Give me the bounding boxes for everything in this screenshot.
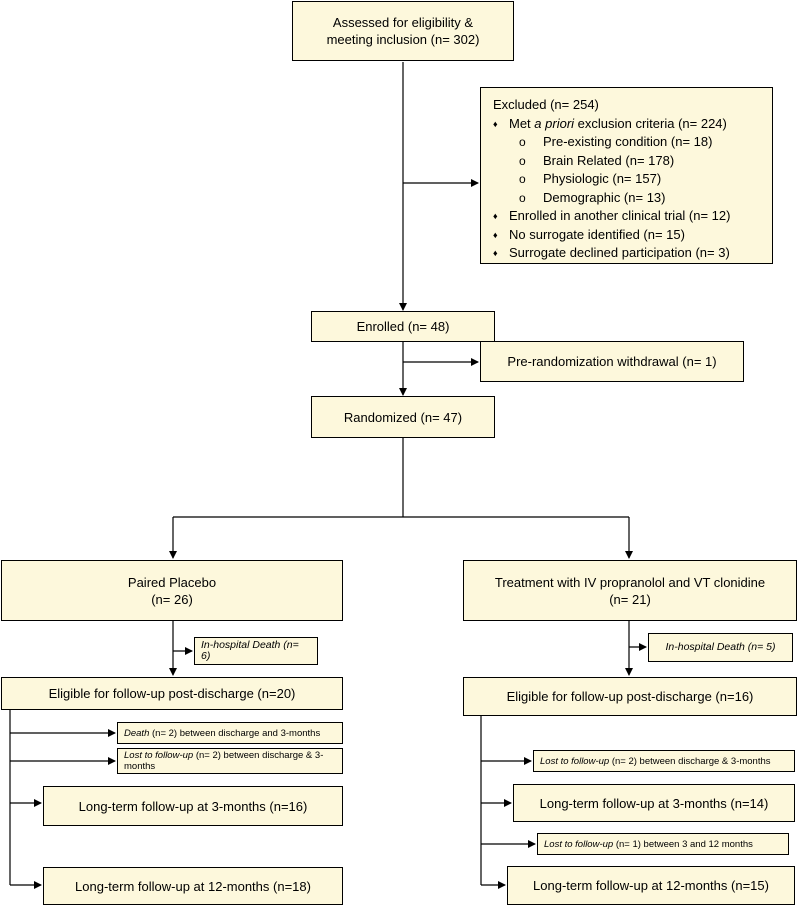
placebo-death-label: In-hospital Death (n= 6): [201, 639, 299, 662]
treatment-fu3-label: Long-term follow-up at 3-months (n=14): [539, 795, 769, 811]
treatment-lost-b-rest: (n= 1) between 3 and 12 months: [613, 838, 753, 850]
treatment-lost-a-label: Lost to follow-up (n= 2) between dischar…: [540, 756, 771, 767]
placebo-death-followup-box: Death (n= 2) between discharge and 3-mon…: [117, 722, 343, 744]
excluded-item: Enrolled in another clinical trial (n= 1…: [493, 207, 760, 226]
enrolled-label: Enrolled (n= 48): [356, 319, 450, 334]
placebo-eligible-label: Eligible for follow-up post-discharge (n…: [48, 686, 296, 701]
placebo-fu3-label: Long-term follow-up at 3-months (n=16): [78, 798, 308, 814]
withdrawal-label: Pre-randomization withdrawal (n= 1): [507, 354, 717, 369]
treatment-death-box: In-hospital Death (n= 5): [648, 633, 793, 662]
placebo-lost-followup-italic: Lost to follow-up: [124, 750, 194, 761]
excluded-subitem: Brain Related (n= 178): [493, 152, 760, 171]
randomized-label: Randomized (n= 47): [343, 409, 463, 425]
treatment-lost-b-box: Lost to follow-up (n= 1) between 3 and 1…: [537, 833, 789, 855]
placebo-arm-line-2: (n= 26): [151, 591, 193, 607]
withdrawal-box: Pre-randomization withdrawal (n= 1): [480, 341, 744, 382]
assessed-box: Assessed for eligibility & meeting inclu…: [292, 1, 514, 61]
placebo-arm-box: Paired Placebo (n= 26): [1, 560, 343, 621]
placebo-fu12-label: Long-term follow-up at 12-months (n=18): [75, 878, 311, 894]
treatment-fu3-box: Long-term follow-up at 3-months (n=14): [513, 784, 795, 822]
treatment-lost-b-italic: Lost to follow-up: [544, 838, 614, 850]
placebo-death-followup-rest: (n= 2) between discharge and 3-months: [149, 727, 321, 739]
placebo-lost-followup-label: Lost to follow-up (n= 2) between dischar…: [124, 750, 336, 772]
treatment-eligible-box: Eligible for follow-up post-discharge (n…: [463, 677, 797, 716]
excluded-subitem: Pre-existing condition (n= 18): [493, 133, 760, 152]
treatment-eligible-label: Eligible for follow-up post-discharge (n…: [506, 689, 754, 704]
placebo-fu3-box: Long-term follow-up at 3-months (n=16): [43, 786, 343, 826]
placebo-death-followup-italic: Death: [124, 727, 150, 739]
treatment-lost-b-label: Lost to follow-up (n= 1) between 3 and 1…: [544, 839, 753, 850]
excluded-box: Excluded (n= 254) Met a priori exclusion…: [480, 87, 773, 264]
placebo-lost-followup-box: Lost to follow-up (n= 2) between dischar…: [117, 748, 343, 774]
excluded-met-pre: Met: [509, 115, 535, 131]
excluded-subitem: Demographic (n= 13): [493, 189, 760, 208]
treatment-arm-line-2: (n= 21): [609, 591, 651, 607]
excluded-item: Surrogate declined participation (n= 3): [493, 244, 760, 263]
placebo-arm-line-1: Paired Placebo: [127, 574, 217, 590]
treatment-death-label: In-hospital Death (n= 5): [665, 641, 776, 653]
treatment-arm-box: Treatment with IV propranolol and VT clo…: [463, 560, 797, 621]
excluded-title: Excluded (n= 254): [493, 97, 599, 112]
excluded-met-post: exclusion criteria (n= 224): [574, 115, 727, 131]
placebo-fu12-box: Long-term follow-up at 12-months (n=18): [43, 867, 343, 905]
randomized-box: Randomized (n= 47): [311, 396, 495, 438]
assessed-line-1: Assessed for eligibility &: [332, 15, 474, 30]
treatment-fu12-label: Long-term follow-up at 12-months (n=15): [533, 878, 769, 893]
treatment-lost-a-italic: Lost to follow-up: [540, 755, 610, 767]
placebo-lost-followup-rest: (n= 2) between discharge & 3-months: [124, 750, 324, 772]
treatment-fu12-box: Long-term follow-up at 12-months (n=15): [507, 866, 795, 905]
enrolled-box: Enrolled (n= 48): [311, 311, 495, 342]
treatment-arm-line-1: Treatment with IV propranolol and VT clo…: [494, 574, 766, 590]
placebo-death-followup-label: Death (n= 2) between discharge and 3-mon…: [124, 728, 320, 739]
treatment-lost-a-rest: (n= 2) between discharge & 3-months: [609, 755, 771, 767]
excluded-item-a-priori: Met a priori exclusion criteria (n= 224): [493, 115, 760, 134]
placebo-eligible-box: Eligible for follow-up post-discharge (n…: [1, 677, 343, 710]
excluded-met-italic: a priori: [534, 115, 575, 131]
excluded-subitem: Physiologic (n= 157): [493, 170, 760, 189]
placebo-death-box: In-hospital Death (n= 6): [194, 637, 318, 665]
assessed-line-2: meeting inclusion (n= 302): [326, 32, 480, 47]
treatment-lost-a-box: Lost to follow-up (n= 2) between dischar…: [533, 750, 795, 772]
excluded-item: No surrogate identified (n= 15): [493, 226, 760, 245]
